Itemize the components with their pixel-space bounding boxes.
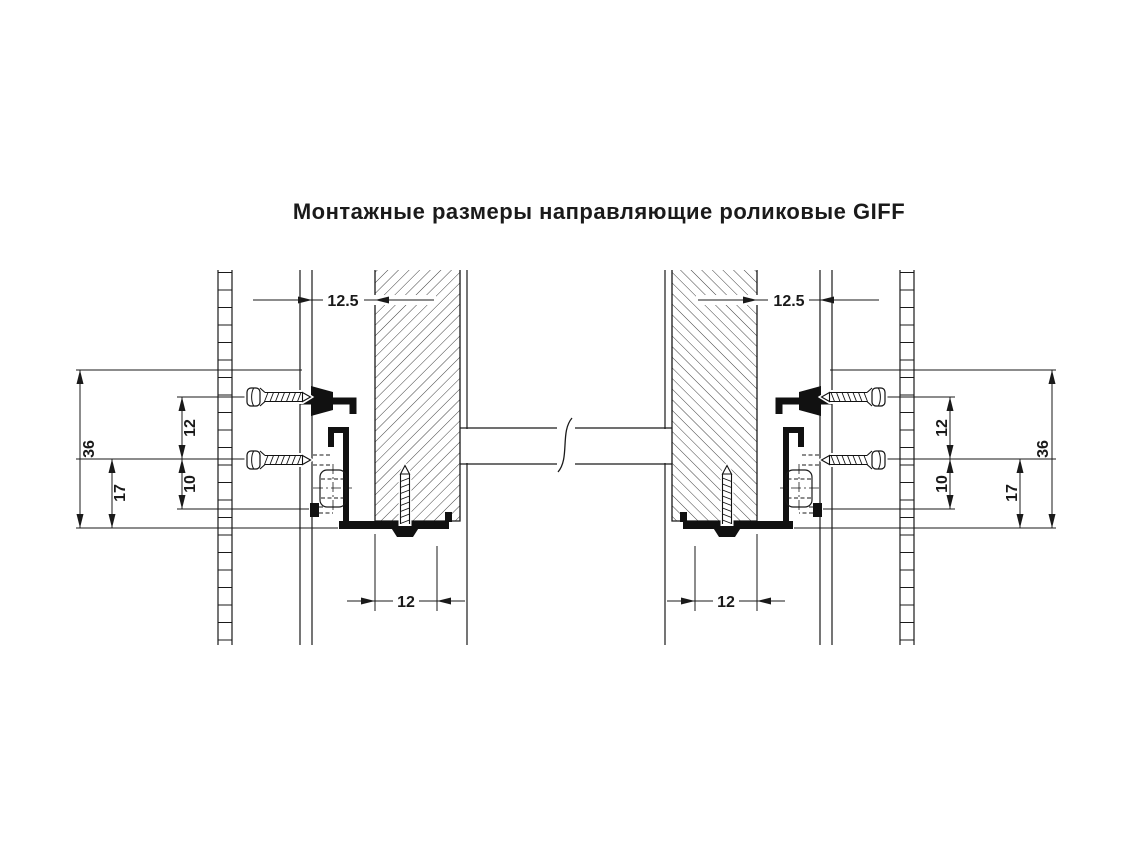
dim-17-left: 17	[112, 484, 129, 502]
left-assembly	[76, 270, 467, 645]
drawer-bottom-panel	[460, 417, 672, 473]
dim-clearance-left: 12.5	[327, 293, 358, 310]
dim-36-left: 36	[81, 440, 98, 458]
dim-bottom-left: 12	[397, 594, 415, 611]
dim-clearance-right: 12.5	[773, 293, 804, 310]
dim-10-right: 10	[934, 475, 951, 493]
dim-12-right: 12	[934, 419, 951, 437]
dim-36-right: 36	[1035, 440, 1052, 458]
dim-bottom-right: 12	[717, 594, 735, 611]
dim-12-left: 12	[182, 419, 199, 437]
drawing-title: Монтажные размеры направляющие роликовые…	[293, 199, 905, 224]
dim-17-right: 17	[1004, 484, 1021, 502]
dim-10-left: 10	[182, 475, 199, 493]
right-assembly	[665, 270, 1056, 645]
break-symbol-icon	[557, 417, 573, 473]
